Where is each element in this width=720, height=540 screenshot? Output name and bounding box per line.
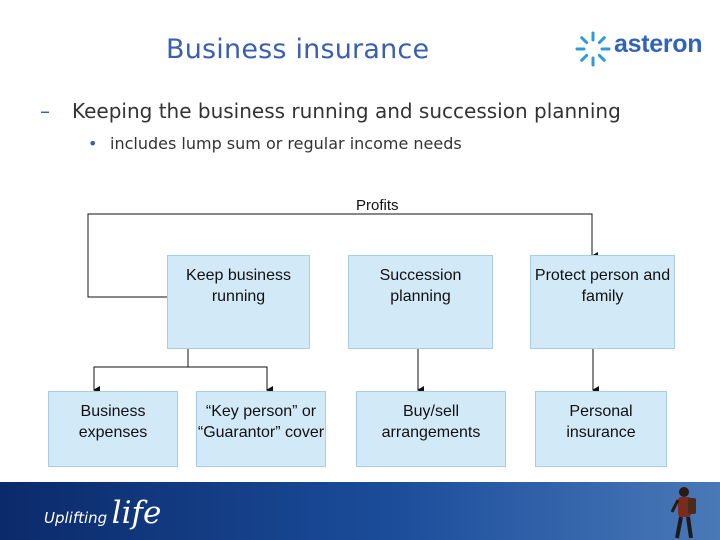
tagline-uplifting: Uplifting — [44, 509, 108, 527]
dash-marker: – — [40, 99, 50, 123]
succession-planning-box: Succession planning — [348, 255, 493, 349]
sub-bullet-lump-sum: • includes lump sum or regular income nee… — [88, 134, 462, 153]
sub-bullet-text: includes lump sum or regular income need… — [110, 134, 462, 153]
keep-business-running-box: Keep business running — [167, 255, 310, 349]
footer-tagline: Uplifting life — [44, 495, 161, 531]
asteron-logo: asteron — [574, 28, 703, 68]
keep-running-branch-line — [93, 349, 189, 394]
key-person-cover-box: “Key person” or “Guarantor” cover — [196, 391, 326, 467]
connector-lines — [87, 213, 599, 394]
bullet-keeping-business: –Keeping the business running and succes… — [40, 99, 621, 123]
footer-banner: Uplifting life — [0, 482, 720, 540]
bullet-text: Keeping the business running and success… — [72, 99, 621, 123]
protect-person-family-box: Protect person and family — [530, 255, 675, 349]
personal-insurance-box: Personal insurance — [535, 391, 667, 467]
hiker-icon — [670, 487, 696, 539]
business-expenses-box: Business expenses — [48, 391, 178, 467]
tagline-life: life — [111, 495, 162, 531]
slide-title: Business insurance — [166, 34, 430, 65]
profits-label: Profits — [356, 197, 399, 214]
profits-loop-line — [87, 213, 598, 298]
logo-text: asteron — [614, 30, 703, 58]
buy-sell-arrangements-box: Buy/sell arrangements — [356, 391, 506, 467]
key-person-branch-line — [188, 366, 273, 394]
star-burst-icon — [575, 31, 611, 67]
bullet-dot: • — [88, 134, 98, 153]
